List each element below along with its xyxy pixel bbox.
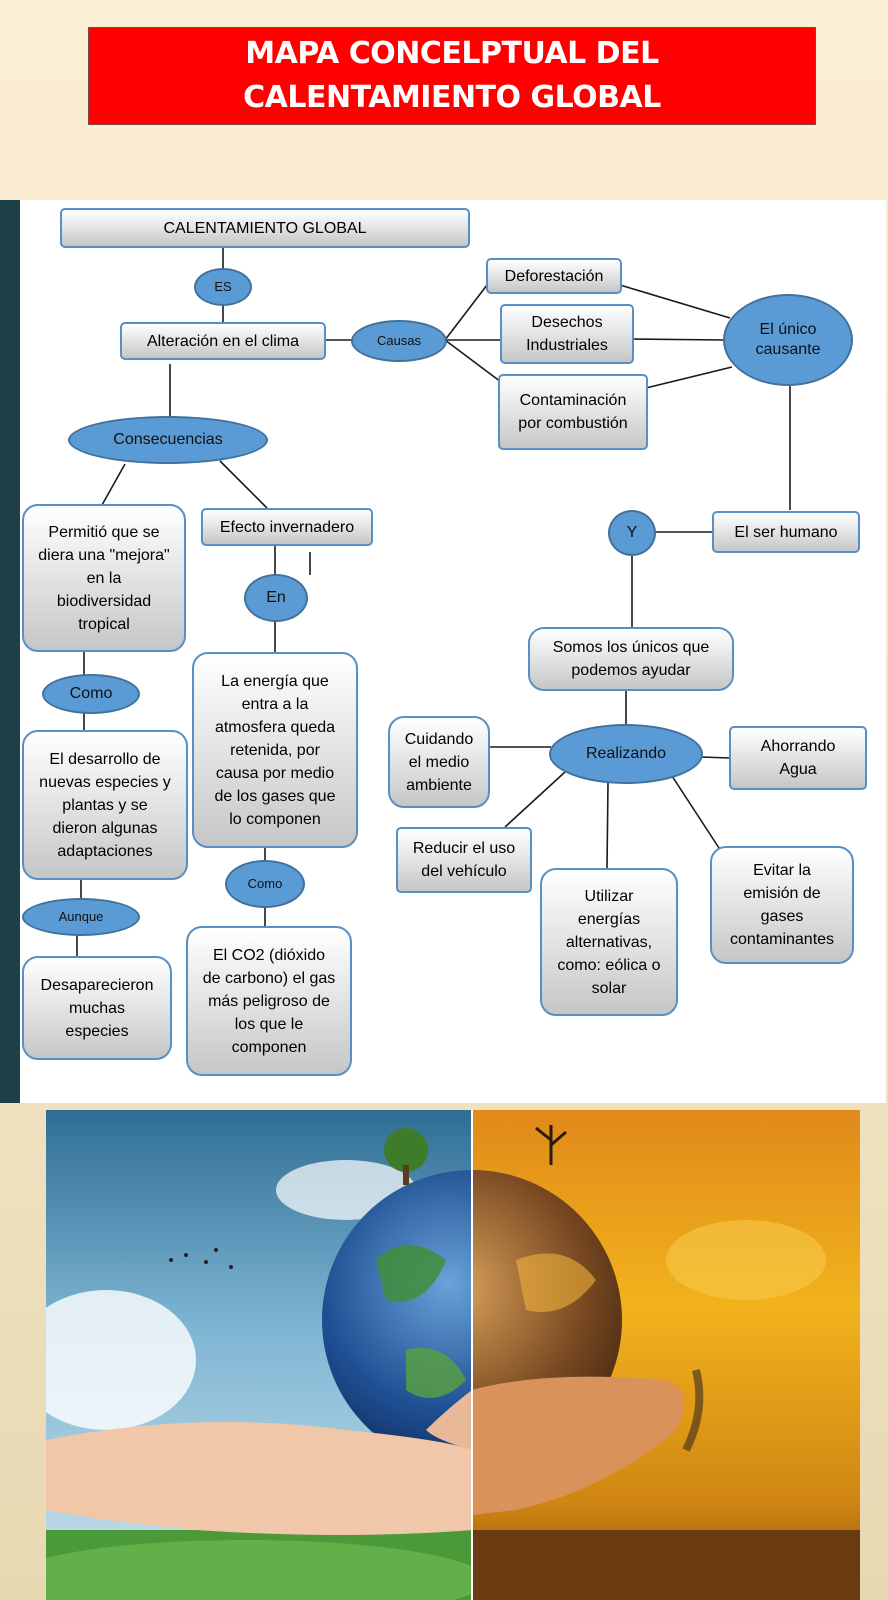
node-evitar-emision: Evitar la emisión de gases contaminantes: [710, 846, 854, 964]
node-permitio-mejora: Permitió que se diera una "mejora" en la…: [22, 504, 186, 652]
node-consecuencias: Consecuencias: [68, 416, 268, 464]
node-energia-retenida: La energía que entra a la atmosfera qued…: [192, 652, 358, 848]
node-utilizar-energias: Utilizar energías alternativas, como: eó…: [540, 868, 678, 1016]
node-realizando: Realizando: [549, 724, 703, 784]
node-desaparecieron: Desaparecieron muchas especies: [22, 956, 172, 1060]
node-desechos-industriales: Desechos Industriales: [500, 304, 634, 364]
node-unico-causante: El único causante: [723, 294, 853, 386]
concept-map: CALENTAMIENTO GLOBAL ES Alteración en el…: [20, 200, 886, 1103]
node-efecto-invernadero: Efecto invernadero: [201, 508, 373, 546]
node-causas: Causas: [351, 320, 447, 362]
node-como-2: Como: [225, 860, 305, 908]
node-co2: El CO2 (dióxido de carbono) el gas más p…: [186, 926, 352, 1076]
side-bar: [0, 200, 20, 1103]
node-desarrollo-especies: El desarrollo de nuevas especies y plant…: [22, 730, 188, 880]
title-banner: MAPA CONCELPTUAL DEL CALENTAMIENTO GLOBA…: [88, 27, 816, 125]
node-somos-unicos: Somos los únicos que podemos ayudar: [528, 627, 734, 691]
node-aunque: Aunque: [22, 898, 140, 936]
earth-hands-image: [46, 1110, 860, 1600]
node-cuidando-medio-ambiente: Cuidando el medio ambiente: [388, 716, 490, 808]
node-calentamiento-global: CALENTAMIENTO GLOBAL: [60, 208, 470, 248]
node-ahorrando-agua: Ahorrando Agua: [729, 726, 867, 790]
node-y: Y: [608, 510, 656, 556]
node-como-1: Como: [42, 674, 140, 714]
connector-lines: [76, 248, 791, 958]
node-en: En: [244, 574, 308, 622]
node-contaminacion-combustion: Contaminación por combustión: [498, 374, 648, 450]
node-es: ES: [194, 268, 252, 306]
node-alteracion-clima: Alteración en el clima: [120, 322, 326, 360]
node-reducir-vehiculo: Reducir el uso del vehículo: [396, 827, 532, 893]
page-title: MAPA CONCELPTUAL DEL CALENTAMIENTO GLOBA…: [243, 36, 661, 115]
node-deforestacion: Deforestación: [486, 258, 622, 294]
node-ser-humano: El ser humano: [712, 511, 860, 553]
